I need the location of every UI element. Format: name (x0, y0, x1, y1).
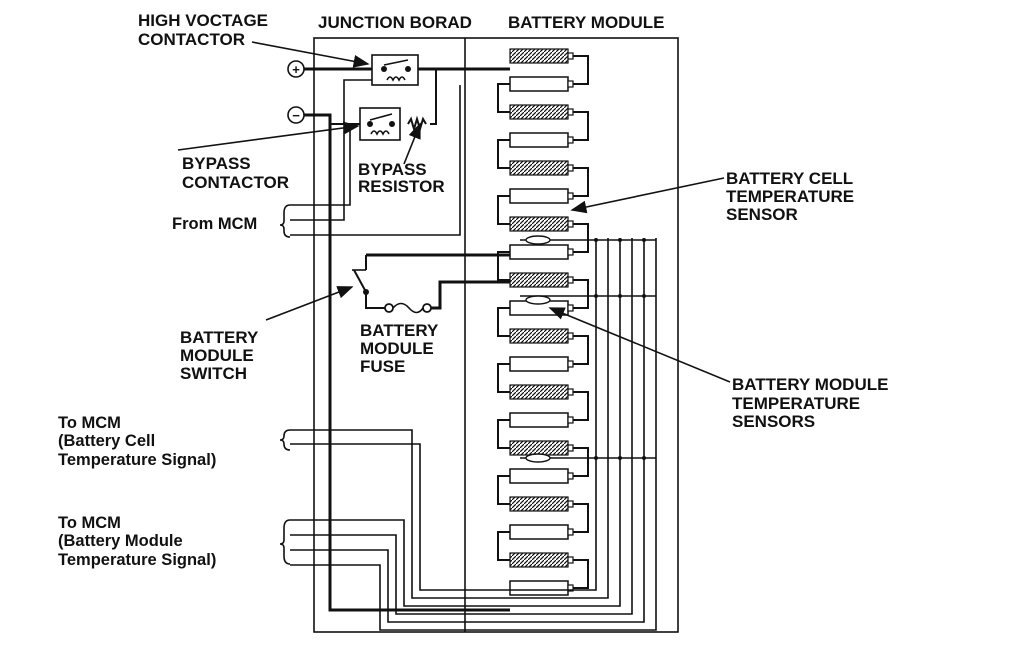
svg-text:BATTERY MODULE: BATTERY MODULE (732, 375, 888, 394)
from-mcm-brace (279, 204, 291, 238)
cell-connector (497, 531, 510, 561)
cell-connector (573, 223, 589, 253)
svg-text:BATTERY: BATTERY (360, 321, 439, 340)
battery-cell (509, 356, 574, 372)
svg-text:(Battery Cell: (Battery Cell (58, 432, 155, 450)
battery-cells (497, 48, 589, 596)
battery-module-fuse (384, 280, 510, 314)
label-battery-module-switch: BATTERY MODULE SWITCH (180, 328, 259, 383)
cell-connector (573, 391, 589, 421)
cell-connector (573, 167, 589, 197)
cell-connector (573, 111, 589, 141)
outer-frame (313, 37, 679, 633)
cell-connector (573, 55, 589, 85)
cell-connector (497, 475, 510, 505)
svg-text:HIGH VOCTAGE: HIGH VOCTAGE (138, 11, 268, 30)
cell-connector (497, 419, 510, 449)
mcm-control-wire-3 (290, 85, 461, 236)
battery-cell (509, 440, 574, 456)
battery-cell (509, 468, 574, 484)
svg-text:SENSORS: SENSORS (732, 412, 815, 431)
svg-text:MODULE: MODULE (360, 339, 434, 358)
label-cell-temp-sensor: BATTERY CELL TEMPERATURE SENSOR (726, 169, 854, 224)
svg-text:TEMPERATURE: TEMPERATURE (732, 394, 860, 413)
battery-cell (509, 524, 574, 540)
svg-text:To MCM: To MCM (58, 514, 121, 532)
cell-connector (573, 503, 589, 533)
svg-text:BYPASS: BYPASS (358, 160, 427, 179)
label-bypass-contactor: BYPASS CONTACTOR (182, 154, 289, 192)
mcm-control-wire-1 (290, 130, 351, 206)
svg-text:CONTACTOR: CONTACTOR (138, 30, 245, 49)
cell-connector (497, 251, 510, 281)
battery-cell (509, 496, 574, 512)
svg-text:BYPASS: BYPASS (182, 154, 251, 173)
sensor-wiring (279, 238, 657, 631)
battery-cell (509, 272, 574, 288)
battery-cell (509, 76, 574, 92)
svg-text:−: − (292, 108, 300, 123)
cell-connector (497, 195, 510, 225)
leader-lines (177, 41, 731, 383)
bypass-contactor (359, 107, 401, 141)
svg-text:+: + (292, 62, 300, 77)
junction-board-title: JUNCTION BORAD (318, 13, 472, 32)
svg-text:MODULE: MODULE (180, 346, 254, 365)
svg-text:CONTACTOR: CONTACTOR (182, 173, 289, 192)
label-battery-module-fuse: BATTERY MODULE FUSE (360, 321, 439, 376)
cell-connector (573, 279, 589, 309)
battery-cell (509, 132, 574, 148)
negative-terminal: − (287, 106, 305, 124)
battery-cell (509, 552, 574, 568)
mcm-control-wire-2 (290, 79, 372, 221)
battery-cell (509, 48, 574, 64)
cell-connector (573, 559, 589, 589)
battery-cell (509, 244, 574, 260)
cell-connector (497, 139, 510, 169)
svg-text:BATTERY CELL: BATTERY CELL (726, 169, 853, 188)
cell-connector (573, 447, 589, 477)
label-module-temp-sensors: BATTERY MODULE TEMPERATURE SENSORS (732, 375, 888, 431)
battery-cell (509, 412, 574, 428)
label-bypass-resistor: BYPASS RESISTOR (358, 160, 445, 196)
svg-text:Temperature Signal): Temperature Signal) (58, 451, 216, 469)
cell-connector (497, 363, 510, 393)
bypass-resistor (407, 115, 427, 133)
battery-cell (509, 384, 574, 400)
positive-terminal: + (287, 60, 305, 78)
svg-text:(Battery Module: (Battery Module (58, 532, 183, 550)
high-voltage-contactor (371, 54, 419, 86)
bypass-return-wire (430, 69, 437, 125)
svg-text:FUSE: FUSE (360, 357, 405, 376)
battery-cell (509, 160, 574, 176)
cell-connector (573, 335, 589, 365)
battery-cell (509, 328, 574, 344)
svg-text:SENSOR: SENSOR (726, 205, 798, 224)
svg-text:TEMPERATURE: TEMPERATURE (726, 187, 854, 206)
cell-connector (497, 83, 510, 113)
module-temperature-sensors (525, 235, 551, 463)
label-hv-contactor: HIGH VOCTAGE CONTACTOR (138, 11, 268, 49)
cell-connector (497, 307, 510, 337)
battery-cell (509, 188, 574, 204)
svg-text:RESISTOR: RESISTOR (358, 177, 445, 196)
battery-cell (509, 580, 574, 596)
battery-cell (509, 216, 574, 232)
svg-text:BATTERY: BATTERY (180, 328, 259, 347)
negative-wire (304, 113, 510, 612)
svg-text:To MCM: To MCM (58, 414, 121, 432)
svg-text:Temperature Signal): Temperature Signal) (58, 551, 216, 569)
label-to-mcm-module: To MCM (Battery Module Temperature Signa… (58, 514, 216, 569)
battery-module-switch (352, 253, 510, 309)
battery-module-title: BATTERY MODULE (508, 13, 664, 32)
svg-text:SWITCH: SWITCH (180, 364, 247, 383)
label-to-mcm-cell: To MCM (Battery Cell Temperature Signal) (58, 414, 216, 469)
label-from-mcm: From MCM (172, 215, 257, 233)
battery-cell (509, 104, 574, 120)
